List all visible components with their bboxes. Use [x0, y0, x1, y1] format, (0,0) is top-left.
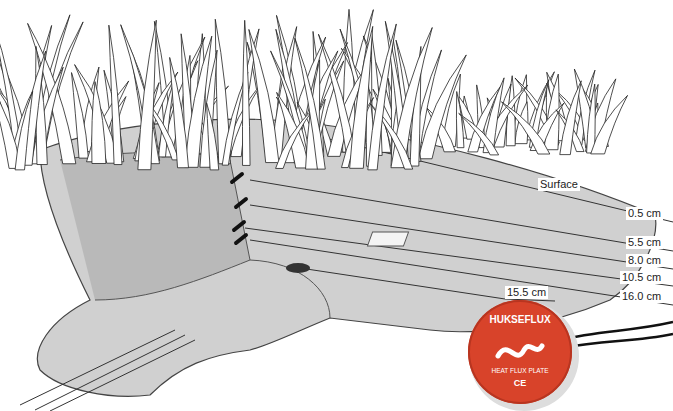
depth-line: [245, 228, 673, 286]
depth-line: [250, 240, 673, 305]
pit-face: [60, 153, 250, 301]
depth-label: 0.5 cm: [626, 207, 663, 220]
plate-cable: [562, 334, 673, 348]
grass-blade: [350, 26, 373, 168]
probe: [286, 263, 310, 273]
grass-blade: [587, 84, 596, 153]
grass-blade: [170, 57, 189, 167]
depth-label: 5.5 cm: [626, 236, 663, 249]
sensor: [234, 222, 244, 230]
pit-edge: [250, 260, 330, 318]
grass-blade: [368, 24, 397, 170]
heat-flux-plate: HUKSEFLUX HEAT FLUX PLATE CE: [468, 300, 572, 404]
plate-text: HEAT FLUX PLATE: [468, 367, 572, 374]
sensor: [236, 199, 246, 207]
grass-blade: [92, 82, 106, 164]
plate-in-soil: [367, 232, 408, 246]
grass-blade: [242, 20, 250, 165]
grass-blade: [501, 102, 549, 154]
grass-blade: [207, 103, 219, 170]
sensors: [232, 174, 246, 243]
wave-symbol: [498, 346, 542, 356]
depth-label: 8.0 cm: [626, 254, 663, 267]
plate-text: CE: [468, 379, 572, 389]
depth-label: 15.5 cm: [505, 286, 548, 299]
plate-shadow: [469, 301, 579, 411]
depth-line: [300, 268, 555, 301]
cable: [35, 335, 185, 410]
plate-text: HUKSEFLUX: [468, 314, 572, 325]
grass-blade: [138, 20, 156, 169]
grass-blade: [185, 36, 212, 167]
depth-label: 10.5 cm: [620, 271, 663, 284]
grass-blade: [249, 29, 279, 162]
grass: [0, 9, 628, 170]
grass-blade: [109, 25, 122, 164]
depth-line: [250, 180, 673, 251]
sensor: [236, 235, 246, 243]
grass-blade: [459, 113, 499, 154]
cable: [20, 330, 175, 405]
depth-label: 16.0 cm: [620, 290, 663, 303]
depth-label: Surface: [538, 178, 580, 191]
grass-blade: [15, 91, 33, 169]
grass-blade: [560, 81, 581, 155]
cable: [50, 340, 195, 411]
sensor: [232, 174, 242, 182]
grass-blade: [591, 95, 628, 153]
grass-blade: [295, 38, 325, 169]
grass-blade: [456, 92, 464, 148]
